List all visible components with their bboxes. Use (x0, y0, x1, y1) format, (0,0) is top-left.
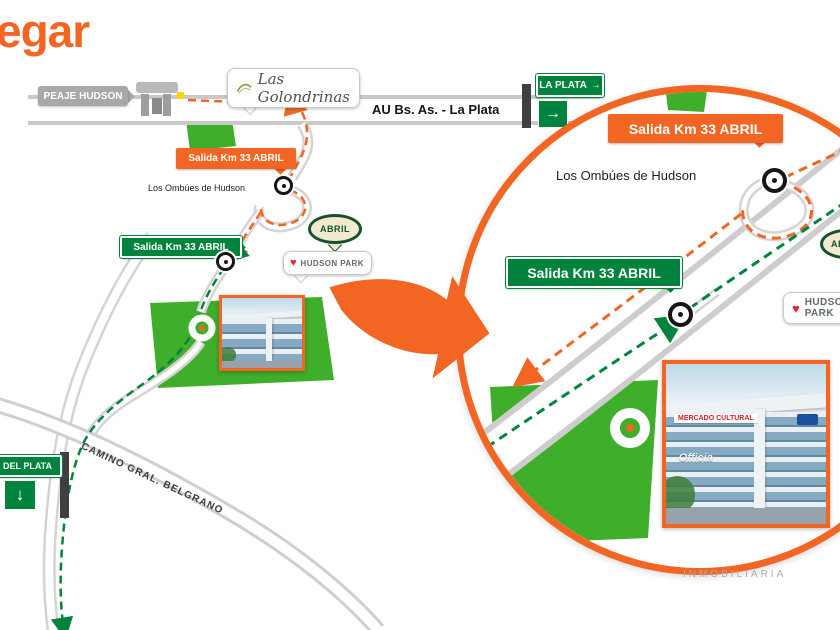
exit-target-marker (274, 176, 293, 195)
ombues-zoom-label: Los Ombúes de Hudson (556, 168, 697, 183)
hudson-park-label: HUDSON PARK (300, 258, 364, 268)
toll-cabin (152, 98, 162, 114)
toll-pillar (141, 94, 149, 116)
photo-trees (222, 347, 237, 363)
page-title: egar (0, 5, 90, 57)
mar-del-plata-label: MAR DEL PLATA (0, 461, 52, 471)
golondrinas-label: Las Golondrinas (257, 70, 350, 106)
la-plata-sign: LA PLATA → (536, 74, 604, 97)
toll-booth-icon (136, 82, 180, 118)
toll-canopy (136, 82, 178, 93)
abril-label: ABRIL (320, 224, 350, 234)
peaje-hudson-label: PEAJE HUDSON (43, 90, 123, 102)
salida-km33-green-sign-zoom: Salida Km 33 ABRIL (506, 257, 682, 288)
down-arrow-box: ↓ (4, 480, 36, 510)
peaje-hudson-sign: PEAJE HUDSON (38, 86, 128, 106)
hudson-park-zoom-label: HUDSON PARK (804, 297, 840, 319)
la-plata-label: LA PLATA (539, 80, 587, 91)
abril-badge: ABRIL (308, 214, 362, 244)
heart-icon: ♥ (792, 300, 800, 316)
salida-green-label: Salida Km 33 ABRIL (133, 241, 229, 253)
salida-km33-orange-sign-zoom: Salida Km 33 ABRIL (608, 114, 783, 143)
exit-target-marker-zoom (762, 168, 787, 193)
exit-arrow-box: → (538, 100, 568, 128)
photo-trees (666, 476, 695, 512)
heart-icon: ♥ (290, 256, 297, 269)
sign-post (60, 452, 69, 518)
salida-orange-label: Salida Km 33 ABRIL (188, 153, 284, 164)
photo-ground (666, 508, 826, 524)
exit-target-marker-zoom (668, 302, 693, 327)
officia-sign: Officia (678, 452, 713, 464)
photo-ground (222, 361, 302, 368)
hudson-park-sign-zoom: ♥ HUDSON PARK (783, 292, 840, 324)
exit-target-marker (216, 252, 235, 271)
mercado-cultural-sign: MERCADO CULTURAL (674, 413, 758, 423)
salida-orange-zoom-label: Salida Km 33 ABRIL (628, 120, 763, 137)
building-photo-small (219, 295, 305, 371)
hudson-park-sign: ♥ HUDSON PARK (283, 251, 372, 275)
golondrinas-logo-icon (236, 83, 252, 94)
down-arrow-icon: ↓ (15, 485, 25, 504)
watermark-text: INMOBILIARIA (683, 569, 787, 580)
mar-del-plata-sign: MAR DEL PLATA (0, 455, 62, 477)
right-arrow-icon: → (545, 105, 561, 122)
abril-zoom-label: ABRIL (831, 239, 840, 249)
ombues-label: Los Ombúes de Hudson (148, 183, 246, 193)
highway-label: AU Bs. As. - La Plata (372, 102, 500, 117)
photo-column (266, 317, 272, 361)
route-start-marker (177, 92, 184, 99)
building-photo-large: MERCADO CULTURAL Officia (662, 360, 830, 528)
overpass-post (522, 84, 531, 128)
zoom-arrow (329, 276, 490, 379)
photo-logo (797, 413, 818, 425)
photo-column (754, 408, 766, 508)
zoom-lens: Salida Km 33 ABRIL Los Ombúes de Hudson … (455, 85, 840, 575)
toll-pillar (163, 94, 171, 116)
salida-km33-orange-sign: Salida Km 33 ABRIL (176, 148, 296, 169)
golondrinas-sign: Las Golondrinas (227, 68, 360, 108)
salida-green-zoom-label: Salida Km 33 ABRIL (527, 264, 661, 281)
right-arrow-icon: → (590, 80, 601, 91)
